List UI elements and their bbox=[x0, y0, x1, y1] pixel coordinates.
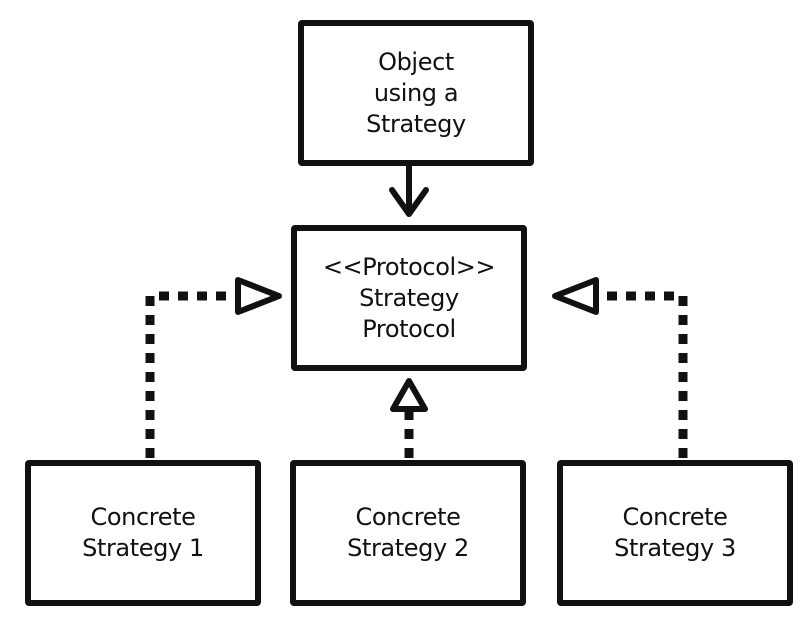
concrete-3-line-2: Strategy 3 bbox=[614, 534, 736, 562]
concrete-1-line-1: Concrete bbox=[90, 503, 196, 531]
object-using-strategy-box: Object using a Strategy bbox=[298, 20, 534, 166]
realization-arrowhead-2 bbox=[390, 378, 428, 412]
concrete-strategy-1-box: Concrete Strategy 1 bbox=[25, 460, 261, 606]
association-arrow-head bbox=[389, 187, 429, 217]
concrete-2-line-2: Strategy 2 bbox=[347, 534, 469, 562]
concrete-3-line-1: Concrete bbox=[622, 503, 728, 531]
realization-arrowhead-1 bbox=[235, 277, 282, 315]
protocol-stereotype-label: <<Protocol>> bbox=[322, 252, 496, 281]
object-box-line-1: Object bbox=[378, 47, 454, 76]
strategy-protocol-box: <<Protocol>> Strategy Protocol bbox=[291, 225, 527, 371]
concrete-strategy-2-box: Concrete Strategy 2 bbox=[290, 460, 526, 606]
object-box-line-2: using a bbox=[373, 78, 459, 107]
realization-line-3 bbox=[598, 291, 688, 458]
concrete-strategy-3-box: Concrete Strategy 3 bbox=[557, 460, 793, 606]
protocol-box-line-2: Strategy bbox=[359, 283, 459, 312]
realization-arrowhead-3 bbox=[552, 277, 599, 315]
object-box-line-3: Strategy bbox=[366, 109, 466, 138]
protocol-box-line-3: Protocol bbox=[362, 314, 456, 343]
concrete-2-line-1: Concrete bbox=[355, 503, 461, 531]
realization-line-1 bbox=[145, 291, 236, 458]
concrete-1-line-2: Strategy 1 bbox=[82, 534, 204, 562]
